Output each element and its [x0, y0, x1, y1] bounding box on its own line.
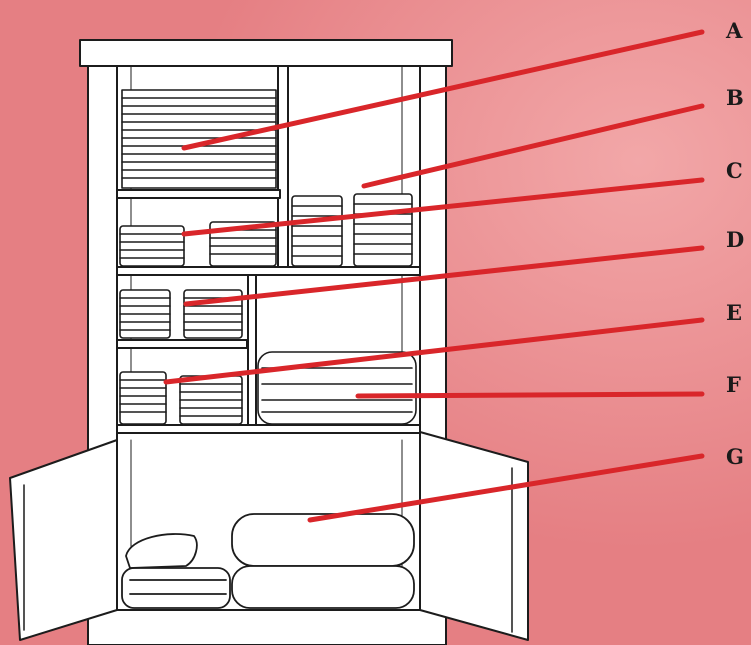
callout-label-d: D — [726, 229, 751, 250]
callout-label-f: F — [726, 374, 751, 395]
callout-label-a: A — [726, 20, 751, 41]
callout-label-e: E — [726, 302, 751, 323]
callout-label-b: B — [726, 87, 751, 108]
callout-line-f — [358, 394, 702, 396]
item-a-sheet-stack — [122, 90, 276, 188]
callout-label-g: G — [726, 446, 751, 467]
callout-label-c: C — [726, 160, 751, 181]
